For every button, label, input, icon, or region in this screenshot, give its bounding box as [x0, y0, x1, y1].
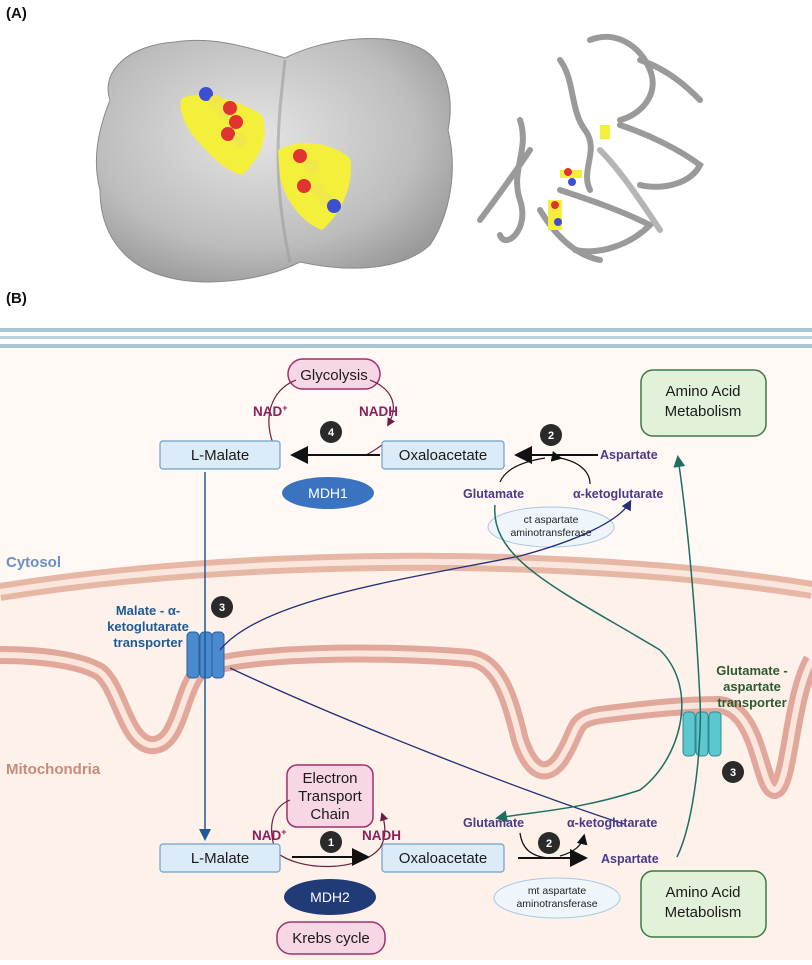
svg-text:ct aspartate: ct aspartate [524, 514, 579, 526]
mitochondria-label: Mitochondria [6, 761, 101, 778]
akg-mito-label: α-ketoglutarate [567, 816, 657, 830]
akg-mito-path [229, 667, 625, 825]
svg-text:aminotransferase: aminotransferase [510, 527, 591, 539]
step-3-glu-asp-badge [722, 761, 744, 783]
svg-text:aspartate: aspartate [723, 679, 781, 694]
svg-text:Glutamate -: Glutamate - [716, 663, 788, 678]
svg-text:Metabolism: Metabolism [665, 403, 742, 420]
step-3-transporter-badge [211, 596, 233, 618]
svg-text:MDH1: MDH1 [308, 485, 348, 501]
oxaloacetate-mito-label: Oxaloacetate [399, 850, 487, 867]
svg-text:Electron: Electron [302, 770, 357, 787]
mdh1-enzyme [282, 477, 374, 509]
panel-a-label: (A) [6, 5, 27, 22]
svg-text:mt aspartate: mt aspartate [528, 885, 587, 897]
svg-text:3: 3 [730, 767, 736, 779]
panel-b-label: (B) [6, 290, 27, 307]
krebs-cycle-box [276, 921, 386, 955]
step-2-cyto-badge [540, 424, 562, 446]
l-malate-cyto-label: L-Malate [191, 447, 249, 464]
l-malate-cyto-box [159, 440, 281, 470]
svg-text:Malate - α-: Malate - α- [116, 603, 180, 618]
amino-acid-cyto-box [640, 369, 767, 437]
glutamate-cyto-label: Glutamate [463, 487, 524, 501]
protein-ribbon-image [477, 33, 704, 263]
mdh2-enzyme [284, 879, 376, 915]
svg-text:1: 1 [328, 837, 334, 849]
glycolysis-label: Glycolysis [300, 367, 368, 384]
step-4-badge [320, 421, 342, 443]
svg-text:Amino Acid: Amino Acid [665, 884, 740, 901]
oxaloacetate-mito-box [381, 843, 505, 873]
svg-text:3: 3 [219, 602, 225, 614]
nadh-mito-label: NADH [362, 828, 401, 843]
svg-text:transporter: transporter [717, 695, 786, 710]
nad-mito-label: NAD+ [252, 827, 287, 843]
mt-aminotransferase-badge [493, 877, 621, 919]
amino-acid-mito-box [640, 870, 767, 938]
glycolysis-box [287, 358, 381, 390]
plasma-membrane-base [0, 344, 812, 348]
nad-arc-cyto [268, 379, 297, 449]
nadh-arc-cyto [369, 379, 395, 427]
svg-text:Chain: Chain [310, 806, 349, 823]
svg-text:Amino Acid: Amino Acid [665, 383, 740, 400]
protein-surface-image [95, 38, 453, 283]
svg-text:Transport: Transport [298, 788, 362, 805]
svg-text:Krebs cycle: Krebs cycle [292, 930, 370, 947]
oxaloacetate-cyto-label: Oxaloacetate [399, 447, 487, 464]
akg-export-arrow [219, 499, 632, 651]
ribbon-ligand [548, 125, 610, 230]
l-malate-mito-label: L-Malate [191, 850, 249, 867]
svg-text:transporter: transporter [113, 635, 182, 650]
cytosol-label: Cytosol [6, 554, 61, 571]
l-malate-mito-box [159, 843, 281, 873]
aspartate-export-arrow [673, 455, 702, 858]
malate-akg-transporter [186, 631, 225, 679]
step-2-mito-badge [538, 832, 560, 854]
etc-box [286, 764, 374, 828]
nadh-cyto-label: NADH [359, 404, 398, 419]
svg-text:4: 4 [328, 427, 335, 439]
aspartate-cyto-label: Aspartate [600, 448, 658, 462]
glutamate-aspartate-transporter [682, 711, 722, 757]
svg-text:Metabolism: Metabolism [665, 904, 742, 921]
akg-cyto-label: α-ketoglutarate [573, 487, 663, 501]
plasma-membrane-outer [0, 328, 812, 332]
svg-text:2: 2 [546, 838, 552, 850]
step-1-badge [320, 831, 342, 853]
glutamate-mito-label: Glutamate [463, 816, 524, 830]
svg-text:aminotransferase: aminotransferase [516, 898, 597, 910]
svg-text:ketoglutarate: ketoglutarate [107, 619, 189, 634]
glutamate-import-arrow [494, 504, 683, 823]
oxaloacetate-cyto-box [381, 440, 505, 470]
aspartate-mito-label: Aspartate [601, 852, 659, 866]
svg-text:MDH2: MDH2 [310, 889, 350, 905]
nad-cyto-label: NAD+ [253, 403, 288, 419]
svg-text:2: 2 [548, 430, 554, 442]
plasma-membrane-inner [0, 336, 812, 339]
